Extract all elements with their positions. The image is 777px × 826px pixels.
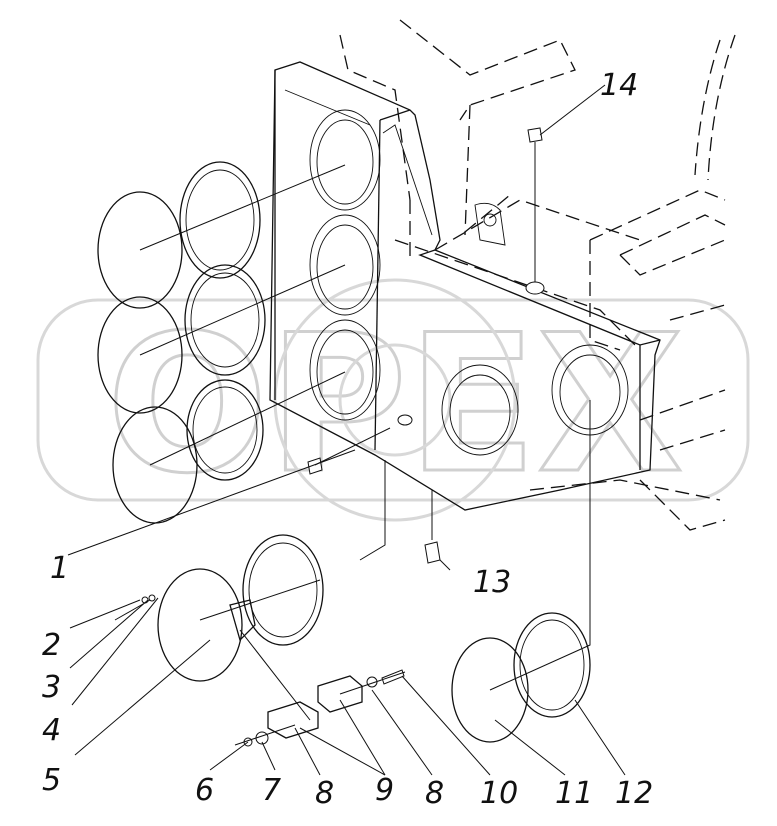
gasket-9 — [242, 534, 324, 646]
housing-openings — [309, 109, 629, 456]
cover-11 — [451, 637, 529, 743]
gasket-lower — [186, 379, 264, 481]
plug-13 — [424, 541, 441, 564]
callout-10: 10 — [480, 776, 518, 811]
callout-9: 9 — [375, 773, 394, 808]
callout-14: 14 — [600, 68, 638, 103]
callout-1: 1 — [50, 551, 69, 586]
callout-3: 3 — [42, 670, 61, 705]
bracket — [229, 599, 256, 642]
gasket-middle — [184, 264, 266, 376]
callout-13: 13 — [473, 565, 511, 600]
cover-middle — [97, 296, 183, 414]
callout-6: 6 — [195, 773, 214, 808]
callout-labels: 1 2 3 4 5 6 7 8 9 8 10 11 12 13 14 — [42, 68, 653, 811]
callout-7: 7 — [262, 773, 281, 808]
lower-left-assembly — [114, 460, 386, 721]
lower-hardware — [234, 669, 406, 747]
callout-2: 2 — [42, 628, 61, 663]
callout-12: 12 — [615, 776, 653, 811]
callout-4: 4 — [42, 713, 61, 748]
plug-14 — [527, 127, 543, 143]
gasket-12 — [513, 612, 591, 718]
callout-leaders — [67, 84, 626, 776]
housing-fasteners — [307, 127, 545, 564]
right-covers — [451, 400, 591, 743]
callout-11: 11 — [555, 776, 593, 811]
callout-8-right: 8 — [425, 776, 444, 811]
plate-9b — [317, 675, 363, 713]
callout-5: 5 — [42, 763, 61, 798]
gasket-upper — [179, 161, 261, 279]
gearbox-housing — [269, 61, 661, 511]
housing-outline — [339, 19, 736, 531]
plate-9a — [267, 701, 319, 739]
callout-8-left: 8 — [315, 776, 334, 811]
watermark: OPEX — [36, 278, 750, 522]
cover-5 — [157, 568, 243, 682]
watermark-text: OPEX — [106, 294, 683, 515]
left-covers-and-gaskets — [97, 161, 346, 524]
cover-upper — [97, 191, 183, 309]
